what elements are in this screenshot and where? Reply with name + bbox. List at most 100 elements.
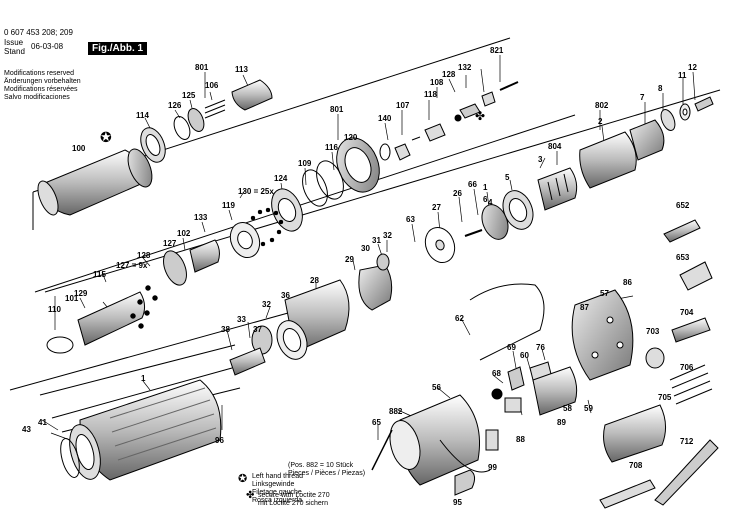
part-label: 1 <box>483 183 488 192</box>
row-1-parts <box>37 79 519 354</box>
part-label: 3 <box>538 155 543 164</box>
part-label: 1 <box>141 374 146 383</box>
legend-line: mit Loctite 270 sichern <box>258 500 329 507</box>
part-label: 129 <box>74 289 88 298</box>
part-label: 96 <box>215 436 224 445</box>
part-label: 30 <box>361 244 370 253</box>
legend-line: Linksgewinde <box>252 481 295 488</box>
part-label: 653 <box>676 253 690 262</box>
part-label: 704 <box>680 308 694 317</box>
part-label: 119 <box>222 201 235 210</box>
part-label: 127 <box>163 239 177 248</box>
part-label: 29 <box>345 255 354 264</box>
modification-line: Modifications reserved <box>4 70 75 77</box>
part-label: 128 <box>442 70 456 79</box>
part-label: 114 <box>136 111 149 120</box>
part-label: 132 <box>458 63 472 72</box>
part-label: 41 <box>38 418 47 427</box>
part-label: 28 <box>310 276 319 285</box>
part-label: 27 <box>432 203 441 212</box>
legend-line: Pieces / Pièces / Piezas) <box>288 470 366 477</box>
part-label: 88 <box>516 435 525 444</box>
part-label: 63 <box>406 215 415 224</box>
part-label: 62 <box>455 314 464 323</box>
part-label: 102 <box>177 229 191 238</box>
ball-bearings <box>130 207 284 329</box>
part-label: 60 <box>520 351 529 360</box>
part-label: 706 <box>680 363 694 372</box>
part-label: 120 <box>344 133 358 142</box>
part-label: 4 <box>488 198 493 207</box>
modifications-notice: Modifications reserved Änderungen vorbeh… <box>4 70 81 102</box>
part-label: 801 <box>195 63 209 72</box>
part-label: 58 <box>563 404 572 413</box>
part-label: 113 <box>235 65 248 74</box>
part-label: 32 <box>262 300 271 309</box>
modification-line: Modifications réservées <box>4 86 78 93</box>
issue-date: 06-03-08 <box>31 42 64 51</box>
part-label: 108 <box>430 78 444 87</box>
left-hand-thread-icon: ✪ <box>100 130 112 146</box>
part-label: 109 <box>298 159 312 168</box>
row-2-parts <box>229 96 714 376</box>
stand-label: Stand <box>4 47 25 56</box>
part-label: 116 <box>325 143 338 152</box>
part-label: 8 <box>658 84 663 93</box>
part-label: 12 <box>688 63 697 72</box>
part-label: 99 <box>488 463 497 472</box>
part-label: 101 <box>65 294 79 303</box>
part-label: 821 <box>490 46 504 55</box>
part-label: 804 <box>548 142 562 151</box>
part-label: 6 <box>483 195 488 204</box>
legend-line: secure with Loctite 270 <box>258 492 330 499</box>
part-label: 76 <box>536 343 545 352</box>
part-label: 2 <box>598 117 603 126</box>
part-label: 56 <box>432 383 441 392</box>
loctite-legend: secure with Loctite 270 mit Loctite 270 … <box>258 492 330 508</box>
part-label: 59 <box>584 404 593 413</box>
part-number-labels: 100 114 126 125 801 106 113 108 128 132 … <box>22 46 697 507</box>
row-3-parts <box>60 219 719 509</box>
part-label: 126 <box>168 101 182 110</box>
part-label: 882 <box>389 407 403 416</box>
part-label: 65 <box>372 418 381 427</box>
part-label: 66 <box>468 180 477 189</box>
modification-line: Änderungen vorbehalten <box>4 78 81 85</box>
part-label: 705 <box>658 393 672 402</box>
part-label: 32 <box>383 231 392 240</box>
part-label: 124 <box>274 174 288 183</box>
part-label: 57 <box>600 289 609 298</box>
part-label: 95 <box>453 498 462 507</box>
part-label: 128 <box>137 251 151 260</box>
part-label: 140 <box>378 114 392 123</box>
part-label: 7 <box>640 93 645 102</box>
part-label: 127 = 9x <box>116 261 148 270</box>
part-label: 802 <box>595 101 609 110</box>
part-label: 43 <box>22 425 31 434</box>
part-label: 26 <box>453 189 462 198</box>
part-label: 703 <box>646 327 660 336</box>
part-label: 89 <box>557 418 566 427</box>
part-label: 31 <box>372 236 381 245</box>
loctite-icon: ✤ <box>246 490 254 501</box>
part-label: 118 <box>424 90 437 99</box>
part-label: 107 <box>396 101 410 110</box>
symbols: ✪ ✤ ✪ ✤ <box>100 109 485 501</box>
part-label: 100 <box>72 144 86 153</box>
part-number: 0 607 453 208; 209 <box>4 28 73 37</box>
part-label: 69 <box>507 343 516 352</box>
legend-line: (Pos. 882 = 10 Stück <box>288 462 354 469</box>
left-hand-thread-icon: ✪ <box>238 472 247 485</box>
issue-label: Issue <box>4 38 24 47</box>
part-label: 5 <box>505 173 510 182</box>
part-label: 36 <box>281 291 290 300</box>
part-label: 68 <box>492 369 501 378</box>
loctite-icon: ✤ <box>475 109 485 123</box>
part-label: 708 <box>629 461 643 470</box>
pos-note: (Pos. 882 = 10 Stück Pieces / Pièces / P… <box>288 462 365 478</box>
left-hand-thread-legend: Left hand thread Linksgewinde Filetage g… <box>252 473 303 505</box>
legend-line: Rosca izquierda <box>252 497 303 504</box>
part-label: 37 <box>253 325 262 334</box>
